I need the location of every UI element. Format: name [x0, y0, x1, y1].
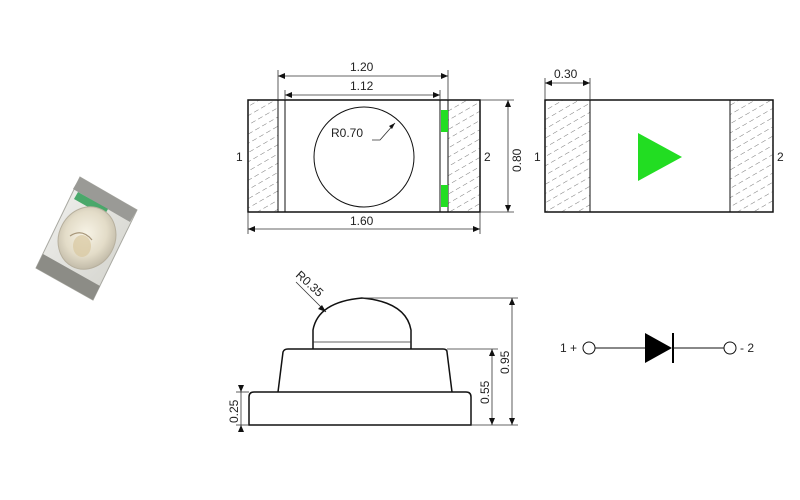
top-view: R0.70 1.20 1.12 1.60 0.80 1 2 [236, 60, 524, 234]
dim-width-label: 0.80 [510, 148, 524, 172]
cathode-label: - 2 [740, 341, 754, 355]
polarity-marker-bottom [441, 185, 448, 207]
bottom-view: 0.30 1 2 [534, 67, 784, 213]
dim-overall-inner-label: 1.20 [350, 60, 374, 74]
side-view: R0.35 0.95 0.55 0.25 [227, 268, 518, 432]
dim-length-label: 1.60 [350, 214, 374, 228]
dim-total-height-label: 0.95 [498, 350, 512, 374]
dim-pad-label: 0.30 [554, 67, 578, 81]
led-photo [35, 176, 138, 301]
dim-base-height-label: 0.25 [227, 399, 241, 423]
anode-label: 1 + [560, 341, 577, 355]
lens-outline [313, 106, 415, 208]
lens-dome [312, 297, 412, 349]
dim-body-height-label: 0.55 [478, 380, 492, 404]
diode-symbol-icon [645, 333, 672, 363]
bottom-pin-2-label: 2 [777, 150, 784, 164]
dim-window-label: 1.12 [350, 79, 374, 93]
top-pin-2-label: 2 [484, 150, 491, 164]
cathode-terminal [723, 341, 737, 355]
diode-schematic: 1 + - 2 [560, 333, 754, 363]
bottom-pin-1-label: 1 [534, 150, 541, 164]
polarity-marker-top [441, 110, 448, 132]
polarity-triangle-icon [638, 133, 682, 181]
anode-terminal [582, 341, 596, 355]
top-pin-1-label: 1 [236, 150, 243, 164]
dim-radius-label: R0.70 [331, 126, 363, 140]
